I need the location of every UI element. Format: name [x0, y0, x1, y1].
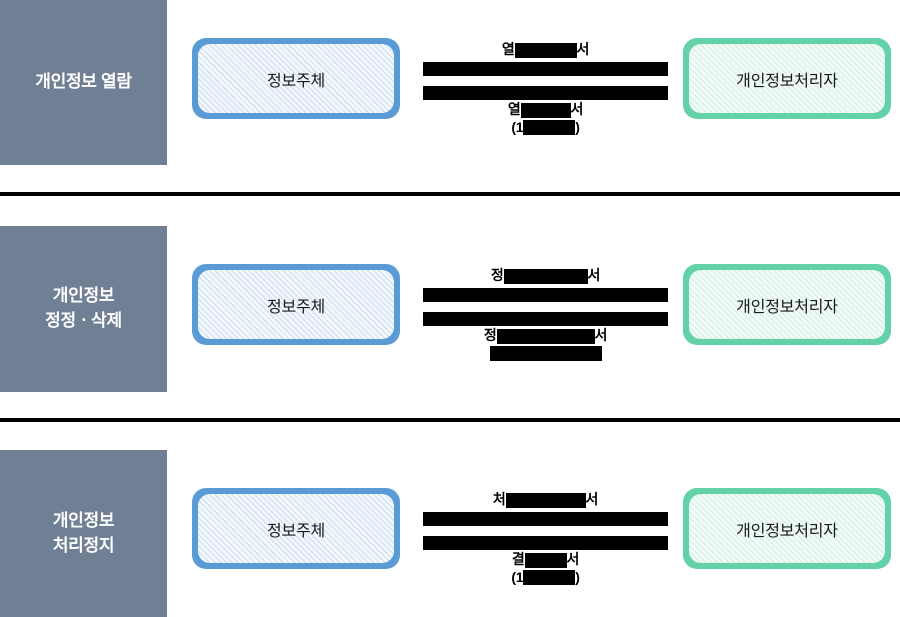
- side-panel-label: 개인정보 정정ㆍ삭제: [45, 286, 122, 330]
- redaction-mask-subline: [523, 120, 576, 136]
- caption-subline-suffix: ): [575, 568, 580, 585]
- caption-suffix: 서: [594, 327, 608, 343]
- actor-box-data-subject[interactable]: 정보주체: [192, 38, 400, 119]
- caption-prefix: 열: [501, 41, 515, 57]
- caption-line-2: [423, 345, 668, 363]
- arrow-bar-response: [423, 536, 668, 550]
- caption-prefix: 결: [511, 551, 525, 567]
- actor-box-processor[interactable]: 개인정보처리자: [683, 264, 891, 345]
- arrow-bar-request: [423, 512, 668, 526]
- arrow-bar-response: [423, 312, 668, 326]
- caption-subline-suffix: ): [575, 118, 580, 135]
- caption-subline-prefix: (1: [511, 118, 524, 135]
- section-divider-1: [0, 192, 900, 196]
- side-panel-label: 개인정보 열람: [35, 72, 132, 92]
- redaction-mask: [496, 328, 595, 344]
- actor-label-data-subject: 정보주체: [266, 298, 326, 316]
- caption-prefix: 정: [483, 327, 497, 343]
- side-panel-correction-deletion: 개인정보 정정ㆍ삭제: [0, 226, 167, 392]
- actor-box-hatch-fill: [198, 494, 394, 563]
- caption-prefix: 열: [507, 101, 521, 117]
- actor-box-data-subject[interactable]: 정보주체: [192, 488, 400, 569]
- redaction-mask: [503, 268, 588, 284]
- actor-box-hatch-fill: [689, 494, 885, 563]
- redaction-mask: [514, 42, 577, 58]
- caption-line-2: (1): [423, 569, 668, 587]
- actor-label-processor: 개인정보처리자: [736, 72, 838, 90]
- actor-box-hatch-fill: [198, 44, 394, 113]
- redaction-mask: [505, 492, 586, 508]
- caption-suffix: 서: [570, 101, 584, 117]
- side-panel-processing-suspension: 개인정보 처리정지: [0, 450, 167, 617]
- arrow-bar-request: [423, 288, 668, 302]
- actor-box-hatch-fill: [689, 270, 885, 339]
- actor-label-processor: 개인정보처리자: [736, 298, 838, 316]
- section-divider-2: [0, 418, 900, 422]
- caption-suffix: 서: [585, 491, 599, 507]
- redaction-mask: [524, 552, 567, 568]
- caption-subline-prefix: (1: [511, 568, 524, 585]
- actor-label-data-subject: 정보주체: [266, 522, 326, 540]
- redaction-mask-subline: [489, 346, 602, 362]
- actor-box-hatch-fill: [689, 44, 885, 113]
- arrow-bar-request: [423, 62, 668, 76]
- actor-box-data-subject[interactable]: 정보주체: [192, 264, 400, 345]
- caption-prefix: 정: [490, 267, 504, 283]
- actor-label-data-subject: 정보주체: [266, 72, 326, 90]
- side-panel-access: 개인정보 열람: [0, 0, 167, 165]
- actor-box-processor[interactable]: 개인정보처리자: [683, 38, 891, 119]
- redaction-mask: [520, 102, 571, 118]
- caption-suffix: 서: [566, 551, 580, 567]
- actor-box-processor[interactable]: 개인정보처리자: [683, 488, 891, 569]
- actor-label-processor: 개인정보처리자: [736, 522, 838, 540]
- caption-prefix: 처: [492, 491, 506, 507]
- actor-box-hatch-fill: [198, 270, 394, 339]
- caption-suffix: 서: [587, 267, 601, 283]
- arrow-bar-response: [423, 86, 668, 100]
- redaction-mask-subline: [523, 570, 576, 586]
- caption-line-2: (1): [423, 119, 668, 137]
- side-panel-label: 개인정보 처리정지: [52, 510, 115, 555]
- caption-suffix: 서: [576, 41, 590, 57]
